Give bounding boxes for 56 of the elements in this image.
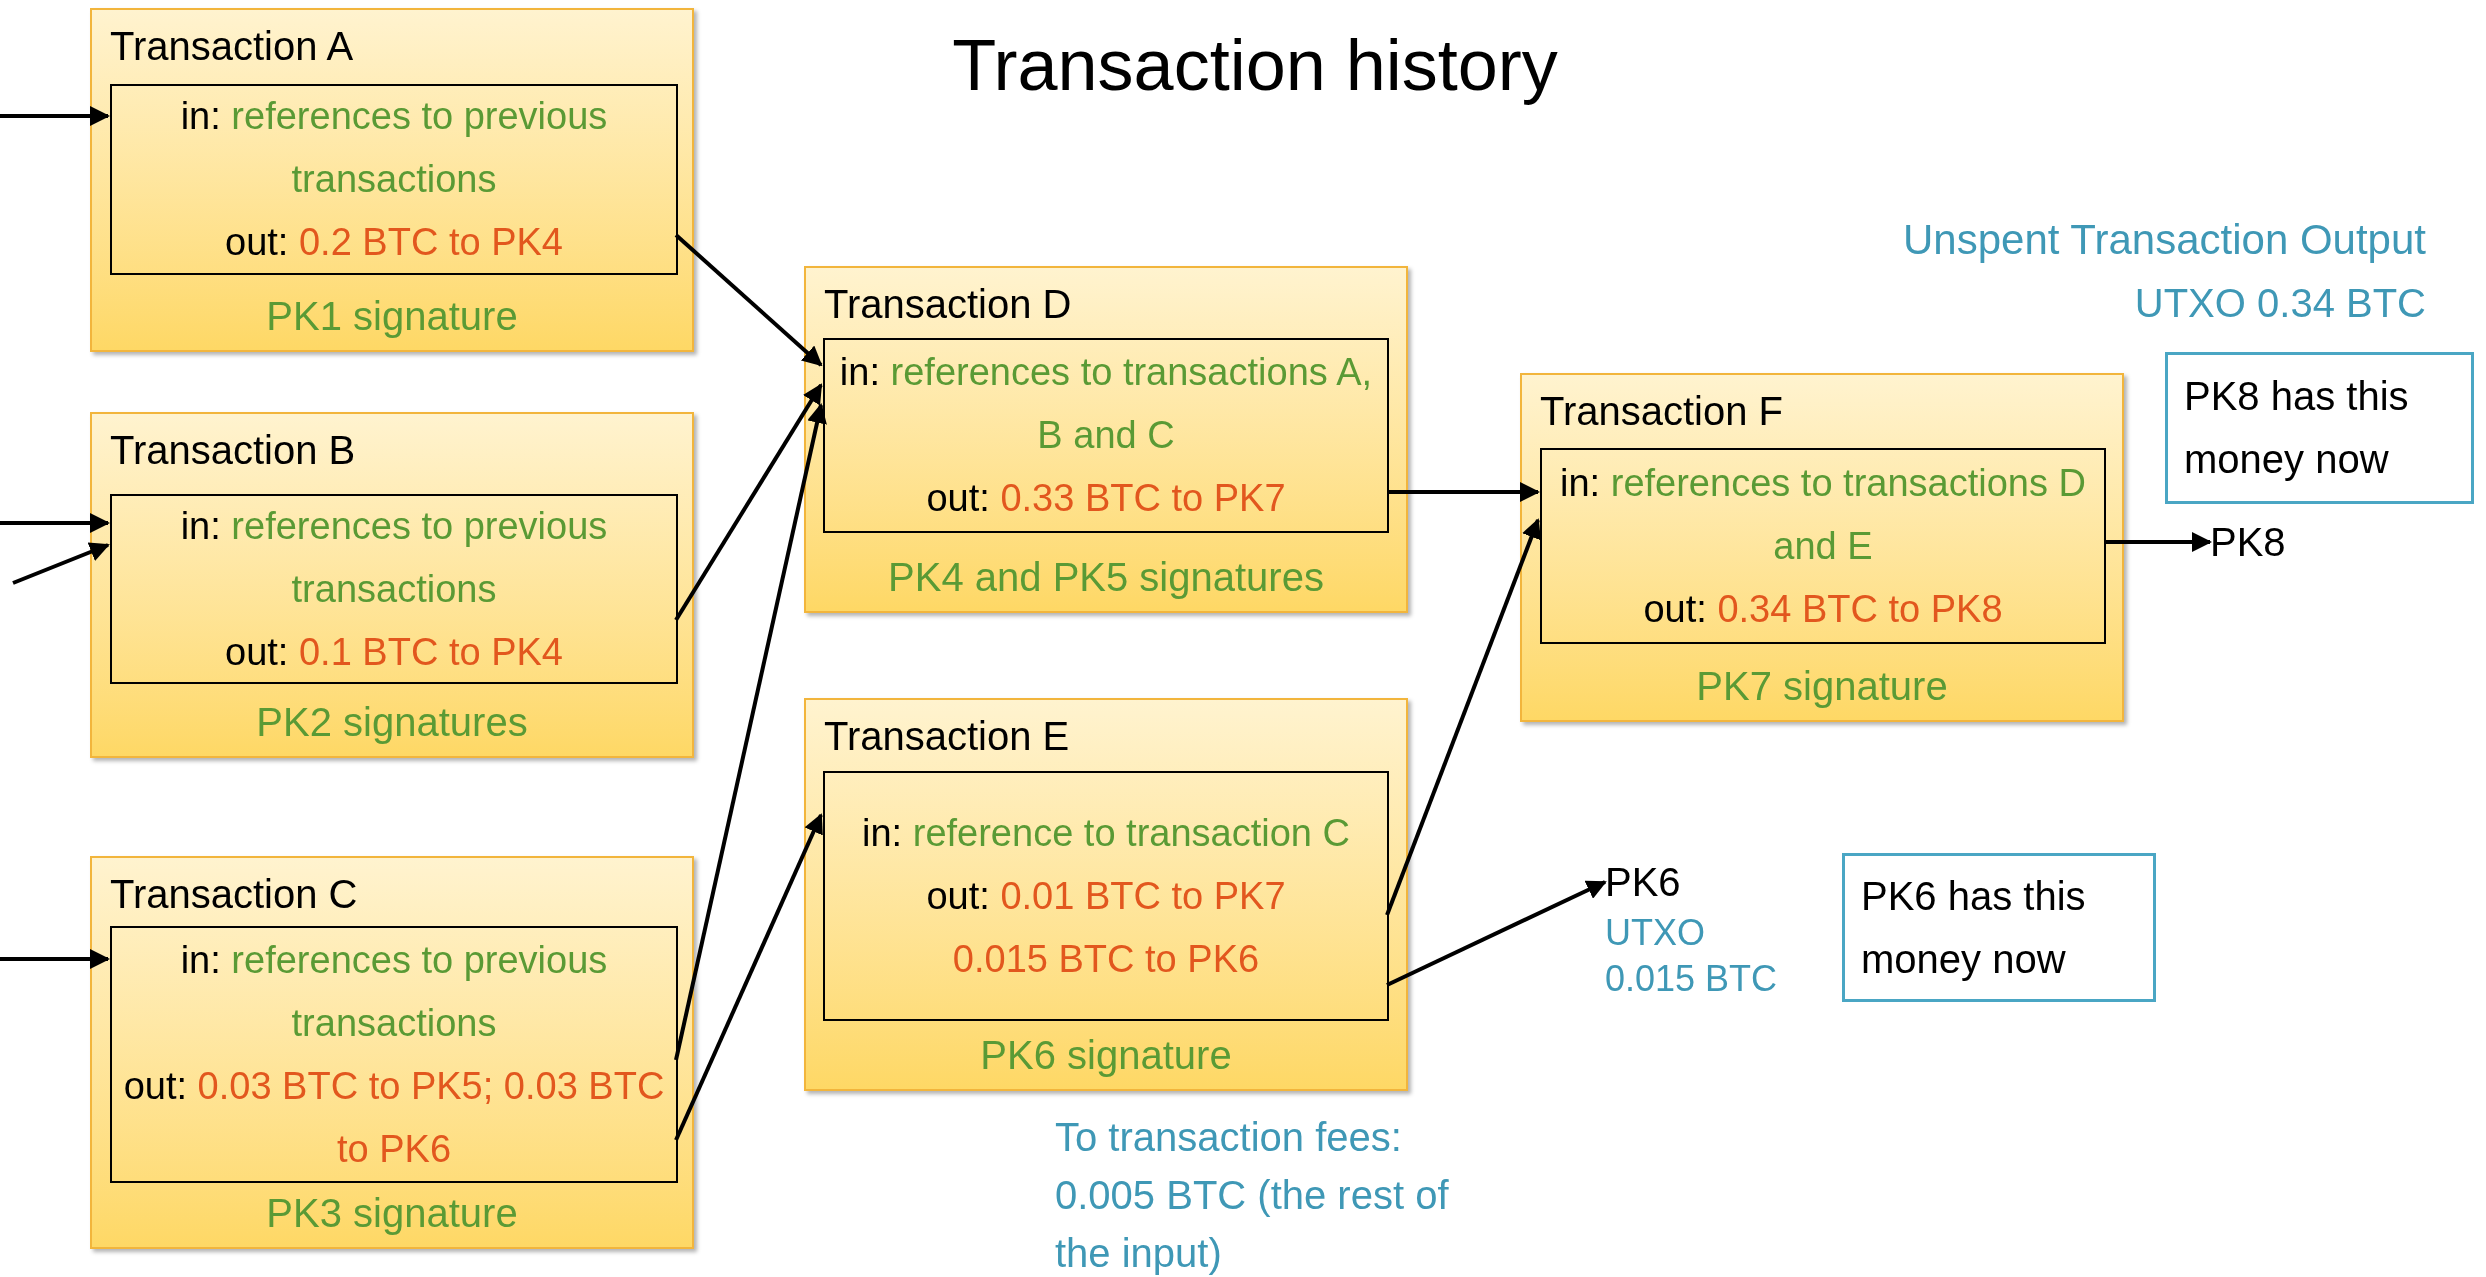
input-output-box — [110, 926, 678, 1183]
input-text: in: references to previous transactions — [179, 937, 609, 1046]
output-text: out: 0.01 BTC to PK7 — [926, 873, 1286, 919]
transaction-title: Transaction A — [110, 23, 354, 70]
signature-text: PK7 signature — [1695, 663, 1949, 710]
output-text: out: 0.34 BTC to PK8 — [1643, 586, 2003, 632]
input-output-box — [110, 84, 678, 275]
transaction-box — [804, 698, 1408, 1091]
utxo-note: 0.015 BTC — [1605, 957, 1779, 1001]
signature-text: PK6 signature — [979, 1032, 1233, 1079]
arrow — [0, 513, 110, 533]
arrow — [2104, 532, 2212, 552]
signature-text: PK3 signature — [265, 1190, 519, 1237]
input-output-box — [823, 338, 1389, 533]
arrow — [0, 106, 110, 126]
utxo-note: UTXO — [1605, 911, 1706, 955]
arrow — [674, 233, 823, 367]
signature-text: PK4 and PK5 signatures — [887, 554, 1325, 601]
arrow — [1386, 880, 1607, 987]
arrow — [674, 403, 827, 1061]
transaction-box — [90, 856, 694, 1249]
transaction-box — [90, 412, 694, 758]
output-text: out: 0.33 BTC to PK7 — [926, 476, 1286, 521]
input-text: in: references to transactions D and E — [1559, 460, 2087, 569]
note-box: PK8 has this money now — [2165, 352, 2474, 504]
input-text: in: references to previous transactions — [179, 503, 609, 612]
arrow — [0, 949, 110, 969]
arrow — [12, 542, 110, 585]
input-text: in: references to previous transactions — [179, 94, 609, 202]
note-box: PK6 has this money now — [1842, 853, 2156, 1002]
output-text: 0.015 BTC to PK6 — [952, 936, 1260, 982]
output-text: out: 0.2 BTC to PK4 — [225, 220, 563, 265]
key-label: PK6 — [1605, 859, 1682, 906]
transaction-title: Transaction D — [824, 281, 1072, 328]
input-output-box — [1540, 448, 2106, 644]
input-output-box — [110, 494, 678, 684]
output-text: out: 0.1 BTC to PK4 — [225, 629, 563, 675]
signature-text: PK1 signature — [265, 293, 519, 340]
transaction-box — [90, 8, 694, 352]
input-output-box — [823, 771, 1389, 1021]
input-text: in: references to transactions A, B and C — [838, 350, 1374, 458]
transaction-box — [1520, 373, 2124, 722]
input-text: in: reference to transaction C — [862, 810, 1350, 856]
fee-note: To transaction fees: 0.005 BTC (the rest of the input) — [1055, 1114, 1450, 1277]
transaction-title: Transaction E — [824, 713, 1070, 760]
diagram-title: Transaction history — [952, 24, 1558, 107]
transaction-title: Transaction F — [1540, 388, 1784, 435]
arrow — [1387, 482, 1540, 502]
transaction-box — [804, 266, 1408, 613]
utxo-heading: Unspent Transaction Output — [1903, 215, 2426, 265]
output-text: out: 0.03 BTC to PK5; 0.03 BTC to PK6 — [122, 1063, 666, 1172]
transaction-title: Transaction C — [110, 871, 358, 918]
transaction-title: Transaction B — [110, 427, 356, 474]
utxo-amount: UTXO 0.34 BTC — [2134, 280, 2426, 327]
key-label: PK8 — [2210, 519, 2287, 566]
signature-text: PK2 signatures — [255, 699, 529, 746]
